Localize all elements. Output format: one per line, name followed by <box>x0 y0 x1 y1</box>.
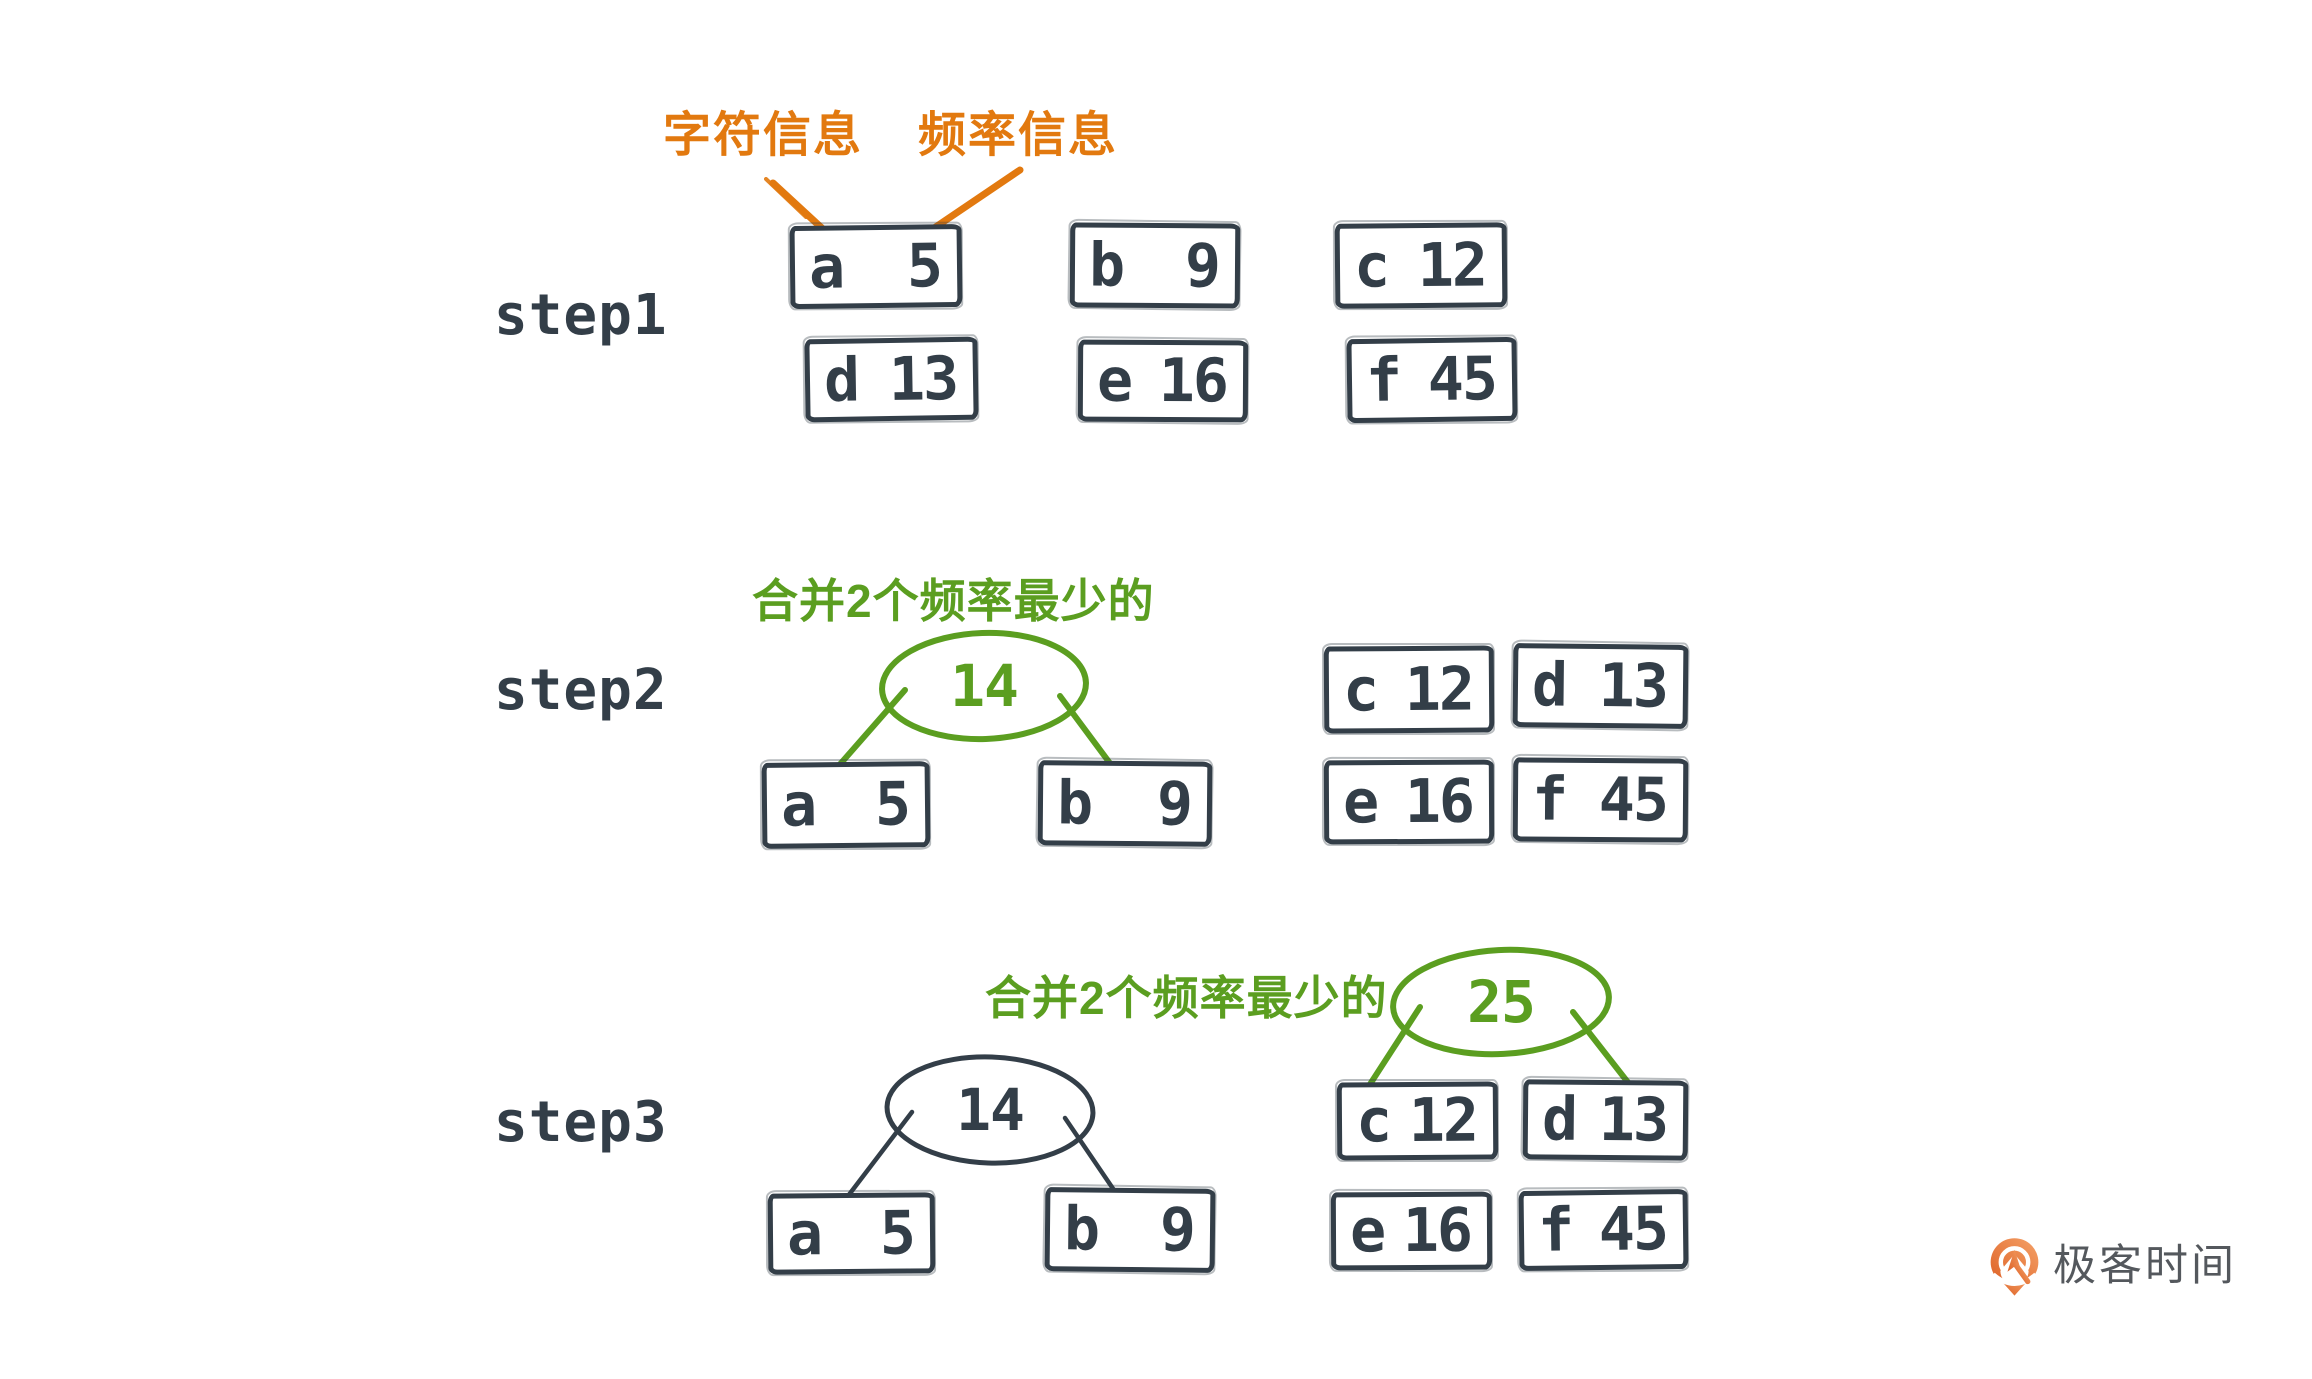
node-box-f45: f 45 <box>1512 757 1689 843</box>
node-char: b <box>1056 767 1094 839</box>
node-char: e <box>1349 1196 1387 1267</box>
node-freq: 13 <box>1598 650 1668 722</box>
node-char: f <box>1365 345 1403 416</box>
step2-merge-note: 合并2个频率最少的 <box>752 575 1155 627</box>
node-char: b <box>1088 230 1126 301</box>
node-freq: 9 <box>1159 1195 1195 1266</box>
node-box-f45: f 45 <box>1346 336 1518 424</box>
node-freq: 9 <box>1156 768 1192 840</box>
step3-label: step3 <box>494 1090 668 1155</box>
node-box-a5: a 5 <box>767 1192 936 1275</box>
node-char: d <box>1531 650 1569 721</box>
step3-merge-value-25: 25 <box>1467 968 1536 1036</box>
geektime-logo: 极客时间 <box>1988 1237 2237 1296</box>
node-box-c12: c 12 <box>1336 1081 1499 1161</box>
node-box-e16: e 16 <box>1077 339 1249 423</box>
node-box-f45: f 45 <box>1518 1188 1689 1272</box>
freq-info-label: 频率信息 <box>918 109 1119 162</box>
step2-merge-value: 14 <box>950 652 1019 720</box>
node-char: a <box>786 1198 824 1270</box>
node-char: c <box>1355 1086 1393 1157</box>
node-box-d13: d 13 <box>804 336 979 423</box>
node-box-b9: b 9 <box>1069 222 1241 309</box>
step3-merge-note: 合并2个频率最少的 <box>985 972 1388 1024</box>
node-freq: 45 <box>1598 764 1668 836</box>
node-box-d13: d 13 <box>1512 643 1689 729</box>
step2-label: step2 <box>494 658 668 723</box>
node-box-e16: e 16 <box>1323 759 1495 845</box>
char-info-label: 字符信息 <box>663 109 864 162</box>
node-box-e16: e 16 <box>1330 1191 1493 1271</box>
node-box-a5: a 5 <box>761 761 931 849</box>
step1-label: step1 <box>494 283 668 348</box>
node-char: a <box>780 770 818 841</box>
node-char: f <box>1537 1195 1575 1266</box>
node-char: e <box>1342 767 1380 838</box>
node-freq: 13 <box>888 343 958 415</box>
node-box-c12: c 12 <box>1334 222 1508 309</box>
node-box-b9: b 9 <box>1037 760 1213 847</box>
node-box-d13: d 13 <box>1522 1079 1689 1161</box>
node-freq: 12 <box>1404 654 1474 725</box>
node-char: c <box>1342 654 1380 725</box>
node-char: f <box>1531 764 1569 835</box>
node-freq: 9 <box>1184 230 1220 301</box>
node-box-a5: a 5 <box>789 223 963 310</box>
geektime-logo-text: 极客时间 <box>2053 1242 2237 1290</box>
node-freq: 5 <box>874 769 910 840</box>
node-freq: 16 <box>1158 345 1228 417</box>
node-freq: 12 <box>1417 229 1487 301</box>
geektime-logo-icon <box>1990 1238 2039 1296</box>
node-char: a <box>808 231 846 303</box>
node-char: d <box>1541 1084 1579 1155</box>
node-freq: 5 <box>906 230 942 302</box>
step3-value-14: 14 <box>956 1076 1025 1144</box>
node-char: c <box>1353 230 1391 302</box>
char-pointer-line-stroke2 <box>764 177 808 219</box>
node-freq: 5 <box>879 1197 915 1269</box>
node-char: b <box>1063 1194 1101 1265</box>
node-box-b9: b 9 <box>1044 1187 1216 1273</box>
node-freq: 45 <box>1598 1194 1668 1266</box>
node-char: e <box>1096 345 1134 416</box>
node-freq: 12 <box>1408 1085 1478 1157</box>
node-char: d <box>823 344 861 416</box>
node-freq: 13 <box>1598 1084 1668 1156</box>
node-freq: 16 <box>1402 1195 1472 1267</box>
node-freq: 45 <box>1427 344 1497 416</box>
node-box-c12: c 12 <box>1323 645 1495 734</box>
node-freq: 16 <box>1404 766 1474 838</box>
